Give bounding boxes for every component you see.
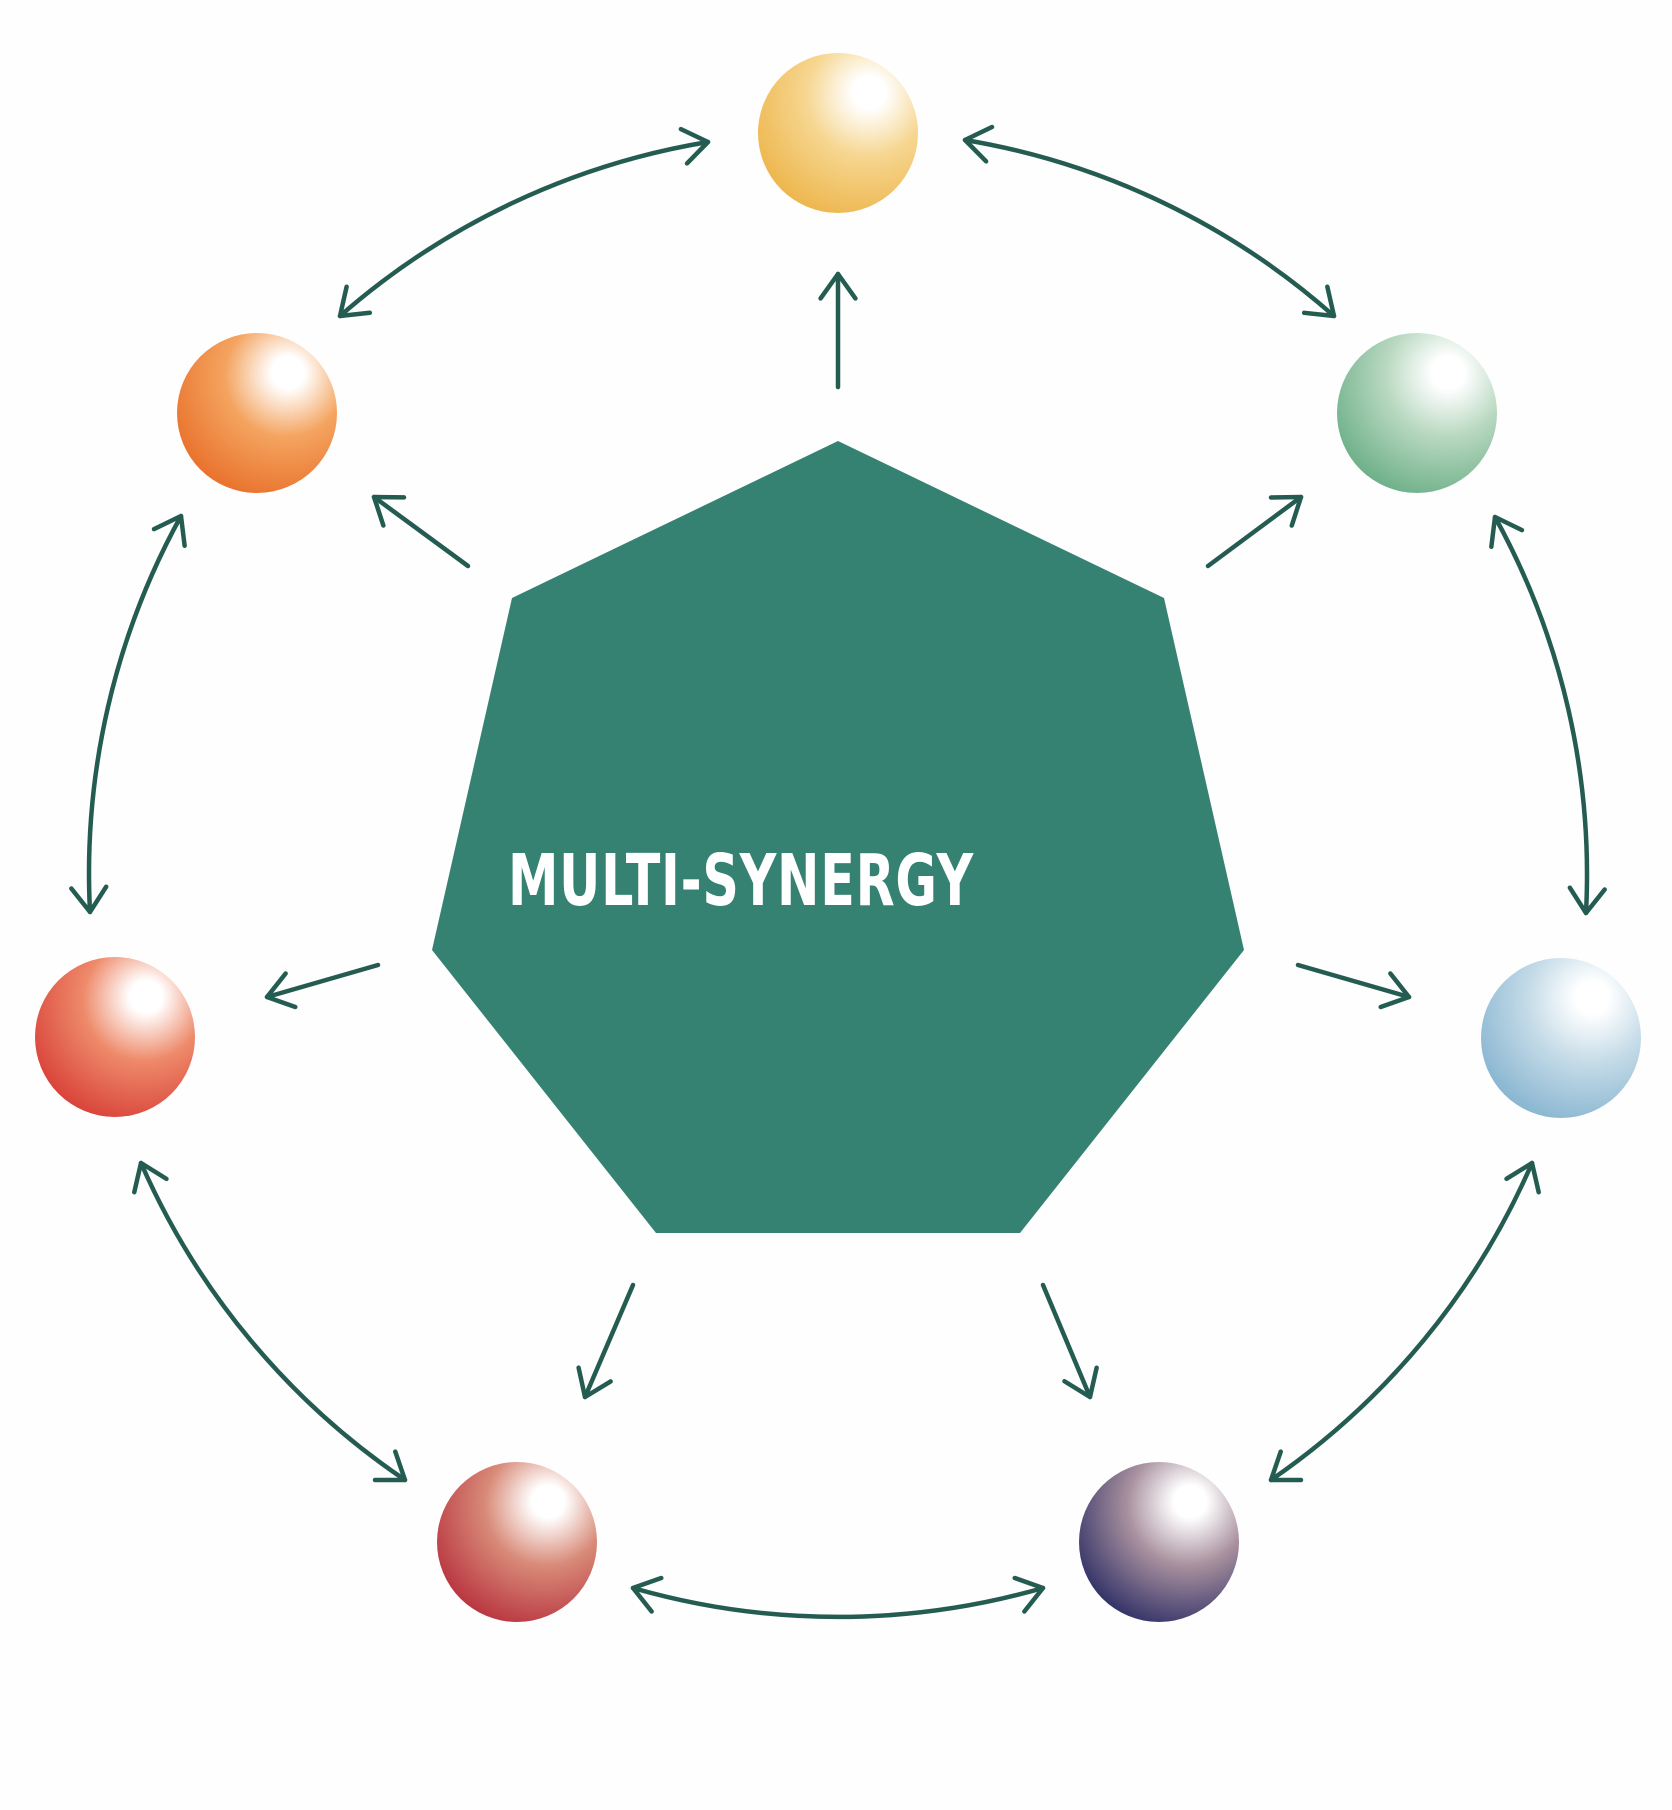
hub-to-node-arrows (264, 271, 1412, 1400)
arrowhead-icon (1268, 494, 1304, 528)
arrowhead-icon (151, 513, 187, 549)
hub: MULTI-SYNERGY (432, 441, 1244, 1233)
arrow-left-to-upper-left (69, 513, 187, 915)
arc-shaft (1492, 514, 1590, 916)
arc-shaft (962, 137, 1337, 319)
arrowhead-icon (1378, 971, 1412, 1010)
arrowhead-icon (1301, 284, 1337, 319)
arrowhead-icon (372, 1449, 408, 1483)
arrowhead-icon (818, 271, 858, 301)
arrowhead-icon (630, 1575, 664, 1614)
arrowhead-icon (1489, 514, 1525, 550)
arrowhead-icon (962, 124, 995, 164)
arrow-shaft (264, 962, 381, 1000)
sphere-node-light-blue (1481, 958, 1641, 1118)
arrow-hub-to-upper-right (1205, 494, 1304, 569)
arrowhead-icon (1062, 1365, 1099, 1400)
sphere-node-orange (177, 333, 337, 493)
arc-shaft (1268, 1160, 1535, 1483)
arrow-shaft (582, 1282, 636, 1400)
arrowhead-icon (678, 126, 711, 166)
arrowhead-icon (132, 1160, 169, 1195)
arrow-hub-to-lower-left (576, 1282, 636, 1400)
arrow-hub-to-upper-left (371, 494, 471, 569)
arrow-lower-left-to-left (132, 1160, 408, 1483)
arrowhead-icon (1012, 1575, 1046, 1614)
sphere-node-red-orange (35, 957, 195, 1117)
arrowhead-icon (69, 884, 109, 915)
arc-shaft (138, 1160, 408, 1483)
arrow-hub-to-left (264, 962, 381, 1010)
sphere-node-purple (1079, 1462, 1239, 1622)
arrow-shaft (1040, 1282, 1093, 1400)
arc-shaft (337, 139, 711, 319)
arrowhead-icon (576, 1365, 613, 1400)
arrowhead-icon (337, 284, 373, 319)
arrowhead-icon (264, 971, 298, 1010)
arrow-shaft (1295, 962, 1412, 1000)
sphere-node-dark-red (437, 1462, 597, 1622)
arrow-upper-right-to-right (1489, 514, 1607, 916)
arc-shaft (630, 1585, 1046, 1620)
hub-label: MULTI-SYNERGY (508, 839, 974, 922)
sphere-node-yellow (758, 53, 918, 213)
arrow-top-to-upper-right (962, 124, 1337, 319)
arrow-right-to-lower-right (1268, 1160, 1541, 1483)
nodes (35, 53, 1641, 1622)
arrow-upper-left-to-top (337, 126, 711, 319)
arrow-shaft (371, 494, 471, 569)
sphere-node-green (1337, 333, 1497, 493)
arrowhead-icon (1504, 1160, 1541, 1195)
arrowhead-icon (371, 494, 407, 528)
arrow-hub-to-lower-right (1040, 1282, 1099, 1400)
node-to-node-arrows (69, 124, 1607, 1620)
arc-shaft (86, 513, 184, 915)
arrow-hub-to-top (818, 271, 858, 390)
arrow-hub-to-right (1295, 962, 1412, 1010)
arrow-shaft (1205, 494, 1304, 569)
arrowhead-icon (1268, 1449, 1304, 1483)
hub-heptagon (432, 441, 1244, 1233)
arrow-lower-right-to-lower-left (630, 1575, 1046, 1620)
arrowhead-icon (1567, 885, 1607, 916)
